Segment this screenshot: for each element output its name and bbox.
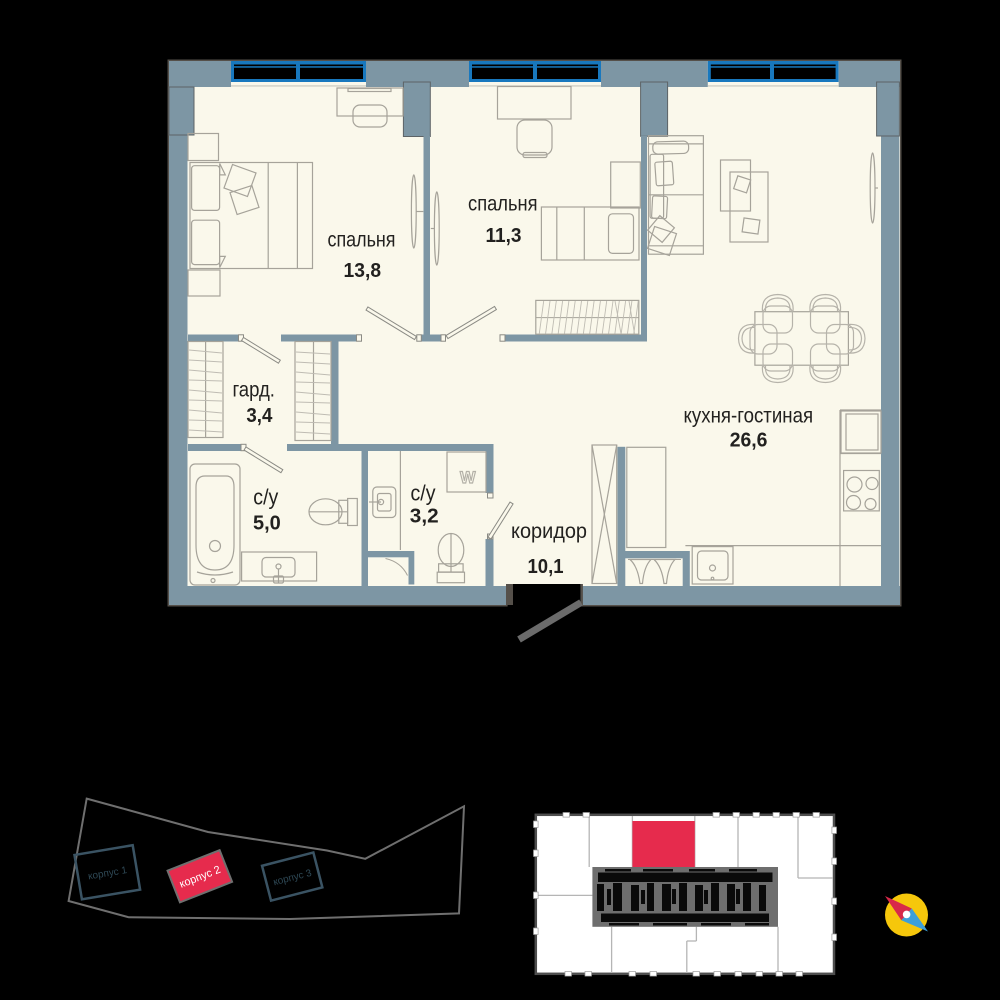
svg-text:с/у: с/у [411,480,437,505]
svg-text:коридор: коридор [511,520,587,543]
svg-text:кухня-гостиная: кухня-гостиная [684,404,814,427]
svg-text:с/у: с/у [253,485,279,510]
svg-text:спальня: спальня [468,192,538,215]
svg-text:13,8: 13,8 [344,259,382,282]
svg-text:11,3: 11,3 [486,224,522,247]
svg-text:спальня: спальня [328,229,396,252]
svg-text:3,2: 3,2 [410,504,439,527]
svg-text:W: W [460,468,476,487]
svg-text:10,1: 10,1 [528,555,564,578]
svg-text:26,6: 26,6 [730,428,768,451]
svg-text:гард.: гард. [232,378,275,401]
svg-text:5,0: 5,0 [253,511,281,534]
svg-text:3,4: 3,4 [246,404,273,427]
